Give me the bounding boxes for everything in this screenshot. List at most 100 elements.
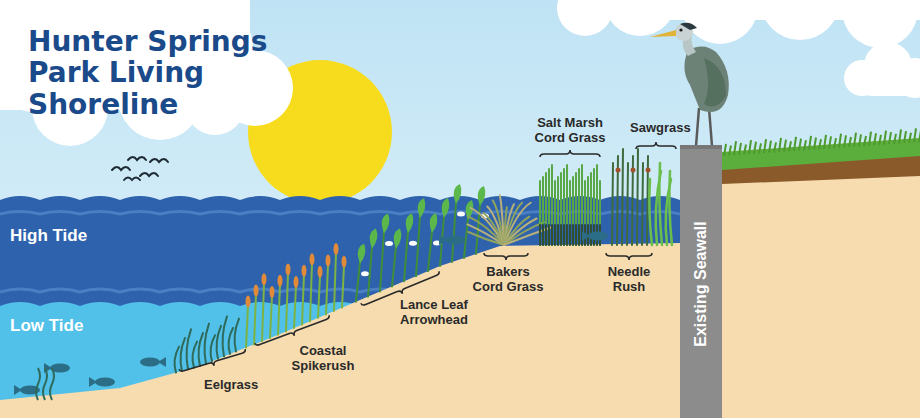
arrowhead-leaf — [418, 198, 426, 218]
arrowhead-leaf — [478, 186, 486, 206]
salt-marsh-cord-grass-blade — [548, 169, 550, 245]
bakers-cord-grass-blade — [500, 195, 504, 245]
salt-marsh-cord-grass-blade — [572, 177, 574, 245]
salt-marsh-cord-grass-blade — [557, 177, 559, 245]
grass-blade — [729, 146, 731, 156]
salt-marsh-cord-grass-blade — [569, 181, 571, 245]
heron-leg — [709, 108, 712, 146]
salt-marsh-cord-grass-blade — [566, 165, 568, 245]
arrowhead-leaf — [406, 213, 414, 233]
salt-marsh-cord-grass-blade — [551, 165, 553, 245]
grass-blade — [829, 136, 831, 148]
fish — [89, 377, 115, 387]
spikerush-spike — [286, 263, 291, 275]
tide-label: High Tide — [10, 226, 87, 246]
heron-wing — [704, 58, 726, 107]
grass-blade — [824, 135, 826, 149]
shore-sand-slope — [0, 243, 690, 418]
plant-label: Eelgrass — [204, 378, 258, 393]
grass-blade — [899, 129, 901, 143]
arrowhead-stalk — [452, 202, 456, 262]
arrowhead-leaf — [430, 213, 438, 233]
grass-blade — [839, 134, 841, 148]
spikerush-stem — [270, 296, 272, 338]
eelgrass-blade — [217, 326, 221, 359]
grass-blade — [799, 139, 801, 151]
spikerush-spike — [294, 276, 299, 288]
spikerush-spike — [246, 296, 251, 308]
bird — [140, 173, 158, 176]
heron-body — [684, 46, 728, 112]
fish-tail — [14, 385, 22, 395]
grass-blade — [864, 136, 866, 146]
eelgrass-blade — [193, 342, 197, 368]
arrowhead-flower — [409, 241, 417, 246]
arrowhead-stalk — [356, 262, 360, 302]
salt-marsh-cord-grass-base — [545, 225, 547, 245]
plant-label: Salt Marsh Cord Grass — [530, 116, 610, 146]
salt-marsh-cord-grass-blade — [563, 169, 565, 245]
diagram-title: Hunter Springs Park Living Shoreline — [28, 26, 328, 120]
salt-marsh-cord-grass-base — [575, 225, 577, 245]
grass-blade — [734, 141, 736, 155]
seaweed — [50, 368, 54, 400]
spikerush-spike — [334, 243, 339, 255]
salt-marsh-cord-grass-blade — [578, 169, 580, 245]
grass-blade — [869, 132, 871, 146]
heron-crest — [680, 23, 697, 30]
needle-rush-stem — [642, 163, 643, 245]
arrowhead-leaf — [358, 244, 366, 264]
bird — [150, 159, 168, 162]
grass-blade — [904, 131, 906, 143]
plant-label: Lance Leaf Arrowhead — [400, 298, 468, 328]
needle-rush-seed — [646, 168, 651, 173]
spikerush-stem — [302, 275, 304, 325]
eelgrass-blade — [181, 338, 185, 371]
salt-marsh-cord-grass-blade — [542, 177, 544, 245]
needle-rush-seed — [616, 168, 621, 173]
plant-label: Sawgrass — [630, 121, 691, 136]
sawgrass-blade — [669, 171, 672, 245]
spikerush-stem — [278, 285, 280, 335]
grass-blade — [894, 134, 896, 144]
upland-sand — [722, 138, 920, 418]
seawall: Existing Seawall — [680, 145, 722, 418]
spikerush-stem — [342, 266, 344, 308]
grass-blade — [724, 144, 726, 156]
eelgrass-blade — [235, 319, 239, 352]
grass-blade — [814, 137, 816, 149]
fish — [439, 235, 465, 245]
grass-blade — [739, 143, 741, 155]
zone-bracket — [636, 142, 676, 149]
heron-beak — [650, 30, 676, 37]
spikerush-stem — [318, 276, 320, 318]
grass-blade — [889, 132, 891, 144]
grass-blade — [879, 135, 881, 145]
grass-blade — [859, 134, 861, 146]
grass-blade — [874, 133, 876, 145]
grass-blade — [849, 137, 851, 147]
arrowhead-flower — [385, 241, 393, 246]
arrowhead-stalk — [368, 247, 372, 297]
grass-blade — [854, 133, 856, 147]
spikerush-stem — [262, 283, 264, 341]
arrowhead-stalk — [428, 231, 432, 271]
heron-leg — [696, 108, 699, 146]
salt-marsh-cord-grass-base — [563, 225, 565, 245]
plant-label: Needle Rush — [601, 265, 657, 295]
spikerush-spike — [318, 266, 323, 278]
spikerush-spike — [270, 286, 275, 298]
spikerush-stem — [294, 286, 296, 328]
salt-marsh-cord-grass-base — [557, 225, 559, 245]
fish-group — [14, 231, 608, 400]
grass-blade — [749, 140, 751, 154]
arrowhead-leaf — [454, 184, 462, 204]
grass-blade — [909, 133, 911, 143]
needle-rush-stem — [627, 163, 628, 245]
fish-body — [445, 236, 465, 245]
grass-blade — [764, 139, 766, 153]
bird — [124, 178, 140, 181]
eelgrass-blade — [187, 329, 191, 369]
spikerush-stem — [254, 294, 256, 344]
